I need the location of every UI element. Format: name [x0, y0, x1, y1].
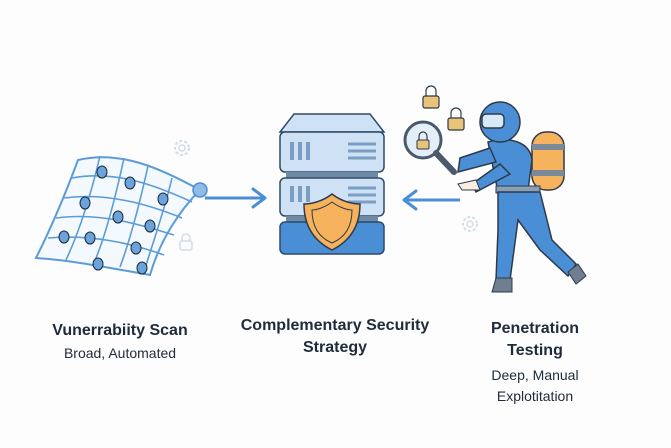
- arrow-left-icon: [402, 188, 460, 212]
- server-shield-icon: [278, 113, 386, 255]
- center-title-line2: Strategy: [302, 339, 368, 356]
- lock-icon: [178, 232, 194, 252]
- arrow-right-icon: [205, 186, 269, 210]
- lock-icon: [422, 85, 465, 131]
- gear-icon: [170, 136, 194, 160]
- pen-testing-subtitle-line2: Explotitation: [496, 388, 574, 404]
- pen-testing-title-line1: Penetration: [490, 320, 579, 337]
- gear-icon: [458, 212, 482, 236]
- bug-net-icon: [34, 155, 208, 277]
- vulnerability-scan-subtitle: Broad, Automated: [63, 345, 177, 361]
- diver-tester-icon: [403, 85, 587, 293]
- penetration-tester-illustration: [400, 80, 600, 300]
- vulnerability-scan-illustration: [30, 140, 270, 300]
- server-shield-illustration: [276, 110, 388, 256]
- pen-testing-title-line2: Testing: [507, 342, 563, 359]
- center-title-line1: Complementary Security: [240, 317, 430, 334]
- vulnerability-scan-title: Vunerrabiity Scan: [52, 322, 188, 339]
- pen-testing-subtitle-line1: Deep, Manual: [491, 367, 579, 383]
